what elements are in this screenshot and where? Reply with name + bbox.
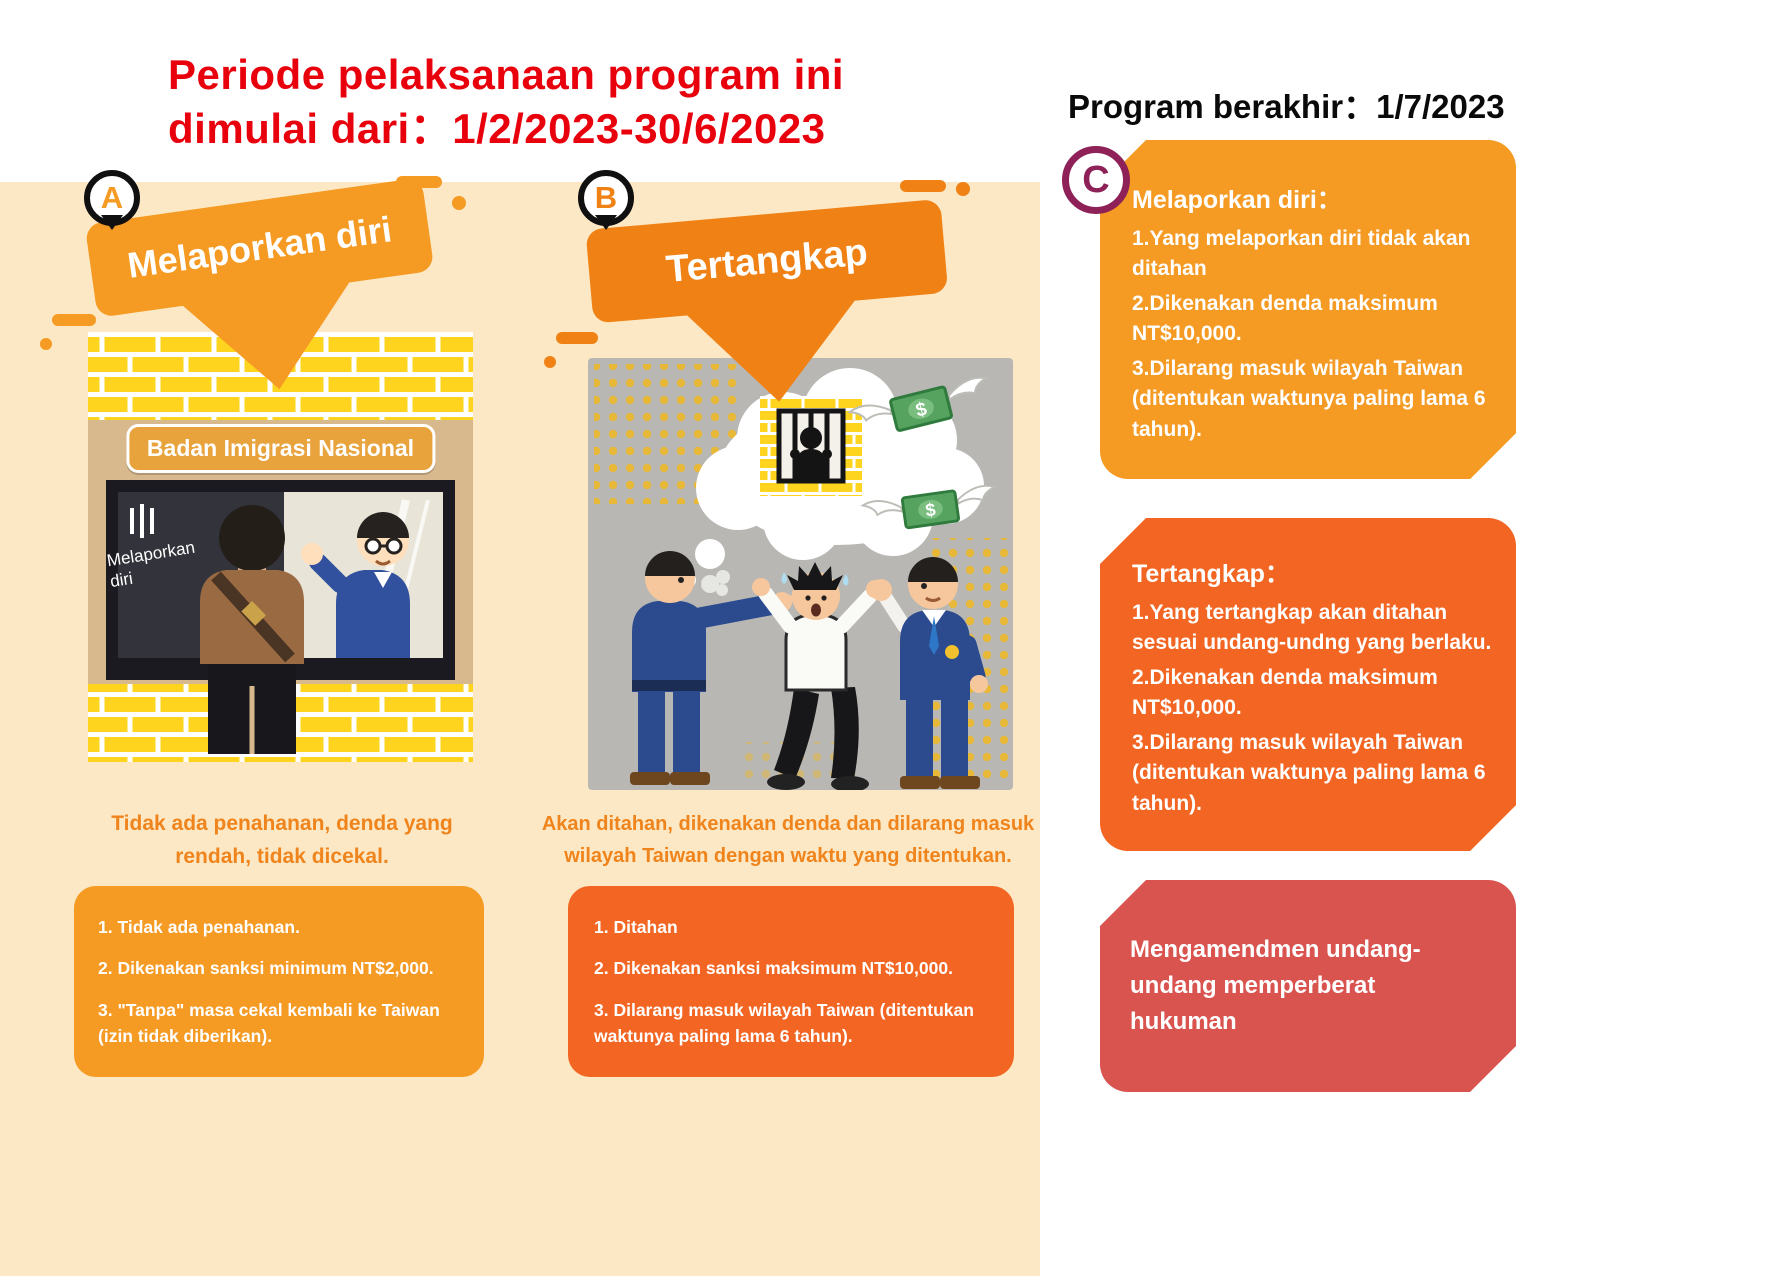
result-box-tertangkap: Tertangkap： 1.Yang tertangkap akan ditah… — [1100, 518, 1516, 851]
points-box-tertangkap: 1. Ditahan 2. Dikenakan sanksi maksimum … — [568, 886, 1014, 1077]
result-box-melaporkan-title: Melaporkan diri： — [1132, 186, 1342, 214]
huff-icon — [701, 570, 730, 596]
result-item: 1.Yang melaporkan diri tidak akan ditaha… — [1132, 227, 1471, 281]
banner-tertangkap: Tertangkap — [585, 198, 958, 441]
banner-b-down-arrow-icon — [677, 290, 871, 410]
amendment-box: Mengamendmen undang-undang memperberat h… — [1100, 880, 1516, 1092]
money-symbol: $ — [924, 499, 937, 520]
deco-bar — [900, 180, 946, 192]
deco-dot — [956, 182, 970, 196]
immigration-office-sign: Badan Imigrasi Nasional — [125, 424, 436, 473]
program-end-title: Program berakhir：1/7/2023 — [1068, 88, 1505, 125]
flying-money-icon: $ — [847, 376, 989, 432]
badge-b-letter: B — [594, 180, 618, 215]
result-item: 2.Dikenakan denda maksimum NT$10,000. — [1132, 291, 1438, 346]
result-item: 3.Dilarang masuk wilayah Taiwan (ditentu… — [1132, 730, 1486, 815]
result-box-melaporkan: Melaporkan diri： 1.Yang melaporkan diri … — [1100, 140, 1516, 479]
badge-c-circle: C — [1062, 146, 1130, 214]
point-item: 1. Ditahan — [594, 917, 678, 937]
point-item: 3. "Tanpa" masa cekal kembali ke Taiwan … — [98, 999, 440, 1046]
banner-b-label: Tertangkap — [664, 231, 870, 291]
flying-money-icon: $ — [860, 484, 998, 530]
badge-a-pin: A — [84, 170, 140, 226]
result-box-tertangkap-title: Tertangkap： — [1132, 560, 1290, 588]
officer-right-figure — [870, 557, 988, 789]
badge-a-letter: A — [100, 180, 124, 215]
badge-c-letter: C — [1082, 158, 1110, 201]
deco-bar — [556, 332, 598, 344]
caught-person-figure — [752, 562, 884, 790]
officer-figure — [301, 512, 410, 658]
program-period-title: Periode pelaksanaan program ini dimulai … — [168, 48, 844, 156]
points-box-melaporkan: 1. Tidak ada penahanan. 2. Dikenakan san… — [74, 886, 484, 1077]
point-item: 2. Dikenakan sanksi minimum NT$2,000. — [98, 958, 434, 979]
deco-bar — [52, 314, 96, 326]
summary-melaporkan: Tidak ada penahanan, denda yang rendah, … — [111, 812, 453, 868]
program-period-line2: dimulai dari：1/2/2023-30/6/2023 — [168, 104, 826, 152]
illustration-immigration-counter: Badan Imigrasi Nasional Melaporkan diri — [88, 332, 473, 762]
result-item: 1.Yang tertangkap akan ditahan sesuai un… — [1132, 601, 1492, 655]
illustration-arrest-scene: $ $ — [588, 358, 1013, 790]
deco-dot — [544, 356, 556, 368]
result-item: 3.Dilarang masuk wilayah Taiwan (ditentu… — [1132, 356, 1486, 441]
jail-icon — [760, 396, 862, 496]
badge-b-pin: B — [578, 170, 634, 226]
amendment-text: Mengamendmen undang-undang memperberat h… — [1130, 936, 1421, 1035]
deco-bar — [396, 176, 442, 188]
result-item: 2.Dikenakan denda maksimum NT$10,000. — [1132, 665, 1438, 720]
summary-tertangkap: Akan ditahan, dikenakan denda dan dilara… — [541, 813, 1035, 867]
point-item: 3. Dilarang masuk wilayah Taiwan (ditent… — [594, 999, 974, 1046]
arrest-scene: $ $ — [588, 358, 1013, 790]
point-item: 2. Dikenakan sanksi maksimum NT$10,000. — [594, 958, 953, 979]
counter-scene — [88, 332, 473, 762]
program-period-line1: Periode pelaksanaan program ini — [168, 51, 845, 98]
reporting-person-figure — [200, 505, 304, 754]
point-item: 1. Tidak ada penahanan. — [98, 917, 300, 937]
deco-dot — [40, 338, 52, 350]
deco-dot — [452, 196, 466, 210]
